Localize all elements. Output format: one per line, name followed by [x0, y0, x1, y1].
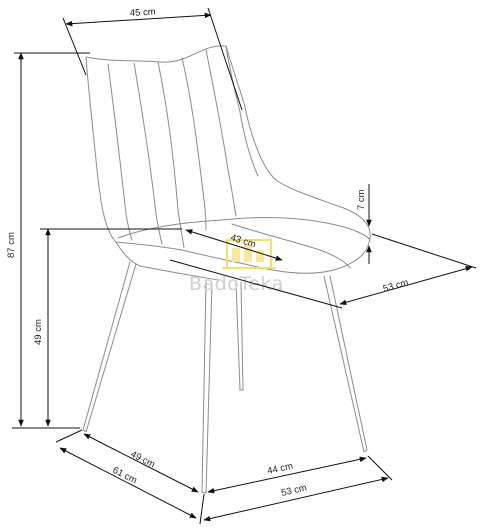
ext-line-top-left: [62, 17, 87, 76]
dim-line-base-width-outer: [203, 476, 389, 522]
ext-line-base-right: [367, 455, 393, 481]
ext-line-depth-right: [371, 233, 477, 269]
ext-line-top-right: [207, 7, 243, 111]
label-base-depth-inner: 49 cm: [129, 449, 157, 471]
dim-line-seat-width: [185, 229, 283, 261]
ext-line-depth-left: [169, 259, 343, 309]
watermark-text: BadoTeka: [189, 273, 284, 295]
label-seat-height: 49 cm: [33, 319, 44, 345]
leg-front-right: [323, 275, 368, 453]
label-base-depth-outer: 61 cm: [111, 465, 139, 487]
label-seat-depth: 53 cm: [382, 277, 410, 295]
ext-line-base-front: [199, 493, 205, 525]
label-base-width-outer: 53 cm: [280, 482, 308, 499]
dim-line-base-depth-outer: [59, 447, 197, 519]
backrest-channel-5: [205, 49, 237, 217]
label-curve-depth: 7 cm: [356, 189, 367, 210]
seat-front-edge: [117, 217, 371, 241]
leg-front-left: [201, 281, 213, 494]
backrest-inner-edge: [225, 45, 259, 177]
label-base-width-inner: 44 cm: [266, 461, 294, 477]
chair-legs: [82, 261, 368, 494]
backrest-channel-3: [157, 61, 185, 249]
dim-line-seat-back-width: [65, 12, 212, 27]
backrest-channel-1: [107, 63, 133, 241]
leg-back-right: [235, 281, 244, 391]
seat-side-panel: [115, 241, 219, 281]
chair-outline: [82, 45, 371, 494]
label-total-height: 87 cm: [6, 232, 17, 258]
label-seat-back-width: 45 cm: [130, 7, 156, 19]
watermark: BadoTeka: [189, 239, 284, 295]
backrest-channel-4: [181, 57, 207, 231]
ext-line-base-left: [55, 429, 83, 443]
backrest-channel-2: [133, 62, 163, 245]
dimension-lines: [12, 7, 477, 525]
leg-back-left: [82, 261, 137, 433]
dim-line-seat-depth: [339, 266, 473, 305]
